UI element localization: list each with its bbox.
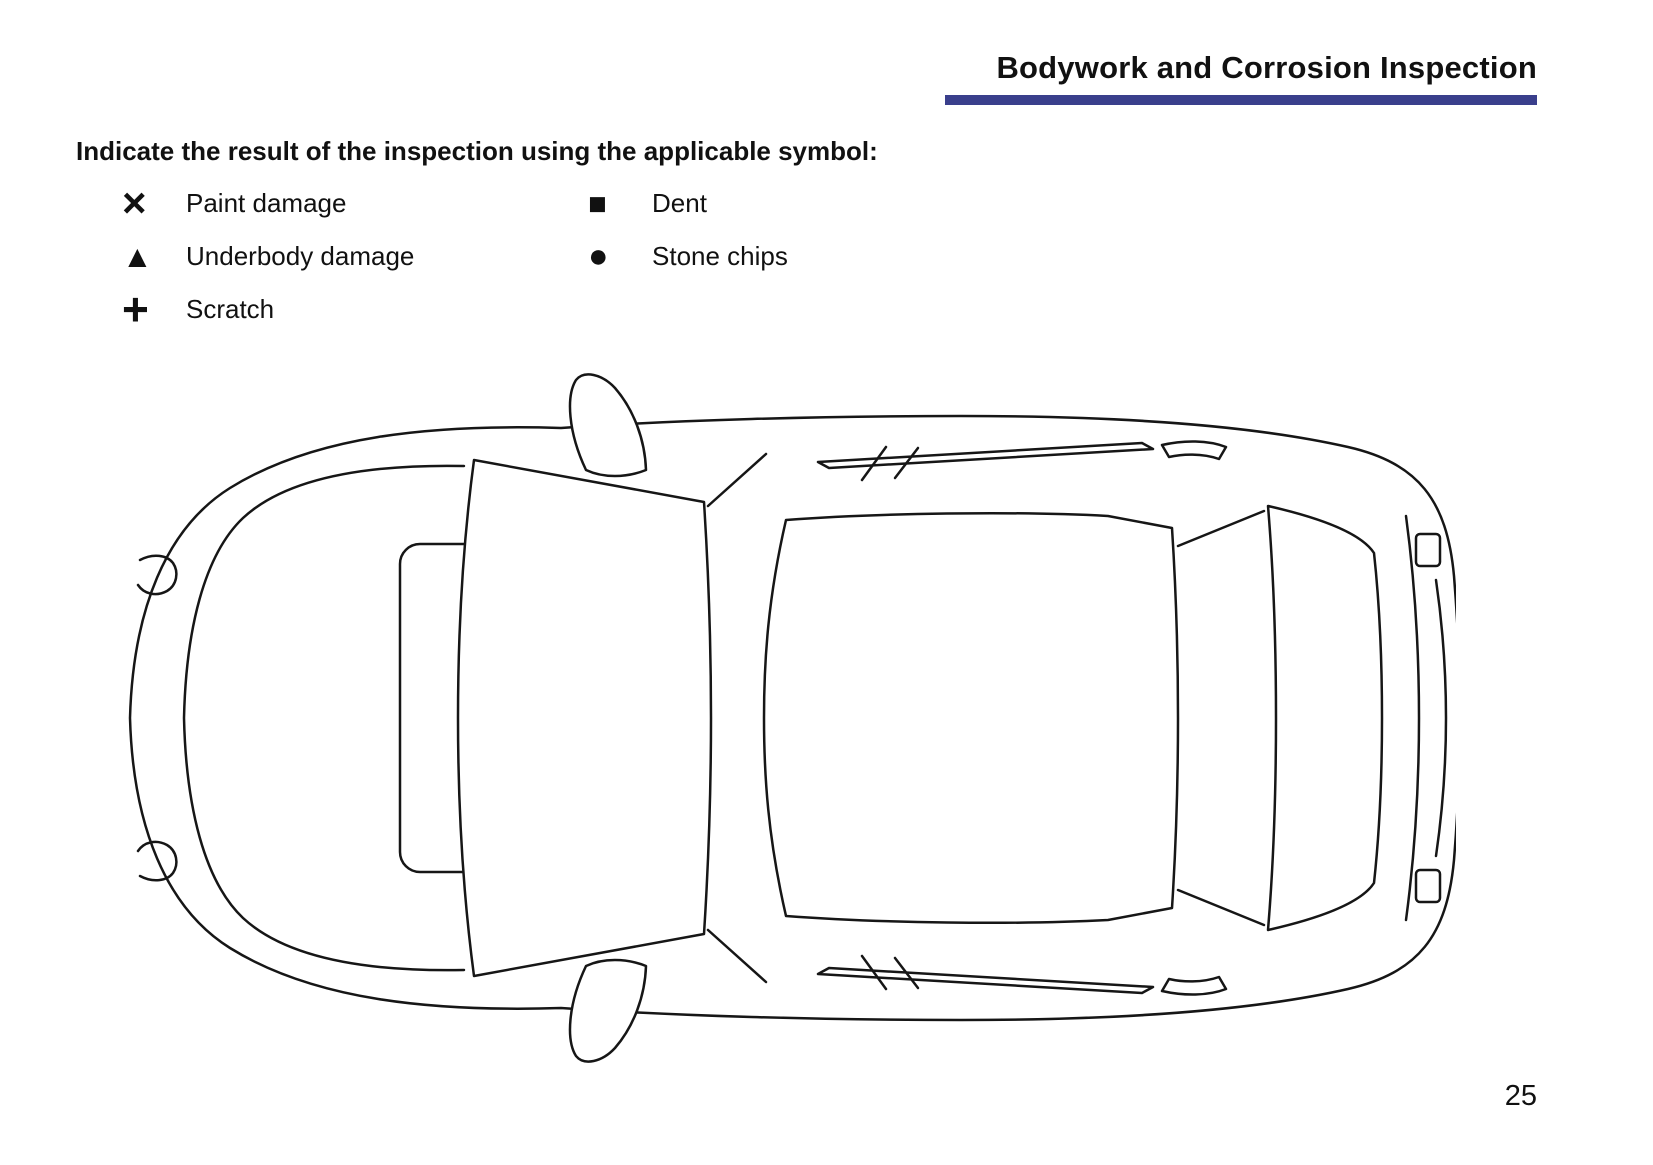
legend-label-scratch: Scratch — [186, 293, 275, 324]
page-header: Bodywork and Corrosion Inspection — [945, 50, 1537, 105]
legend-item-paint-damage: × Paint damage — [120, 182, 586, 224]
car-top-view-diagram — [116, 368, 1456, 1068]
x-mark-icon: × — [122, 179, 147, 226]
plus-icon: + — [122, 283, 149, 335]
filled-triangle-icon: ▲ — [122, 238, 153, 274]
panel-tick-top-2 — [893, 446, 920, 480]
front-bumper-mark-top — [136, 554, 178, 596]
roof-rail-bottom — [816, 966, 1155, 995]
legend-item-underbody-damage: ▲ Underbody damage — [120, 235, 586, 277]
tailgate-line — [1404, 514, 1421, 922]
front-bumper-mark-bottom — [136, 840, 178, 882]
car-top-view-svg — [128, 373, 1456, 1063]
c-pillar-line-bottom — [1176, 888, 1266, 927]
legend-item-scratch: + Scratch — [120, 283, 586, 335]
a-pillar-line-top — [706, 452, 768, 508]
rear-window — [1266, 504, 1384, 932]
a-pillar-line-bottom — [706, 928, 768, 984]
roof-rail-top — [816, 441, 1155, 470]
legend-label-stone-chips: Stone chips — [652, 240, 788, 271]
title-underline — [945, 95, 1537, 105]
side-mirror-right — [568, 958, 648, 1063]
roof-panel — [762, 511, 1180, 925]
side-mirror-left — [568, 373, 648, 478]
panel-tick-top-1 — [860, 445, 888, 482]
page-number: 25 — [1504, 1080, 1537, 1112]
legend-label-dent: Dent — [652, 187, 707, 218]
legend-label-underbody-damage: Underbody damage — [186, 240, 415, 271]
symbol-legend: × Paint damage ■ Dent ▲ Underbody damage… — [120, 182, 788, 335]
c-pillar-line-top — [1176, 509, 1266, 548]
page-title: Bodywork and Corrosion Inspection — [996, 50, 1537, 85]
filled-square-icon: ■ — [588, 185, 607, 221]
instruction-text: Indicate the result of the inspection us… — [76, 136, 878, 166]
legend-label-paint-damage: Paint damage — [186, 187, 347, 218]
panel-tick-bottom-1 — [860, 954, 888, 991]
windshield — [456, 458, 713, 978]
rear-bumper-line — [1434, 578, 1448, 858]
panel-tick-bottom-2 — [893, 956, 920, 990]
roof-rail-end-bottom — [1160, 975, 1228, 996]
legend-item-stone-chips: ● Stone chips — [586, 235, 788, 277]
tail-detail-top — [1414, 532, 1442, 568]
car-body-outline — [128, 414, 1456, 1022]
tail-detail-bottom — [1414, 868, 1442, 904]
legend-item-dent: ■ Dent — [586, 182, 788, 224]
filled-circle-icon: ● — [588, 237, 609, 275]
hood-contour-line — [182, 464, 466, 972]
roof-rail-end-top — [1160, 440, 1228, 461]
